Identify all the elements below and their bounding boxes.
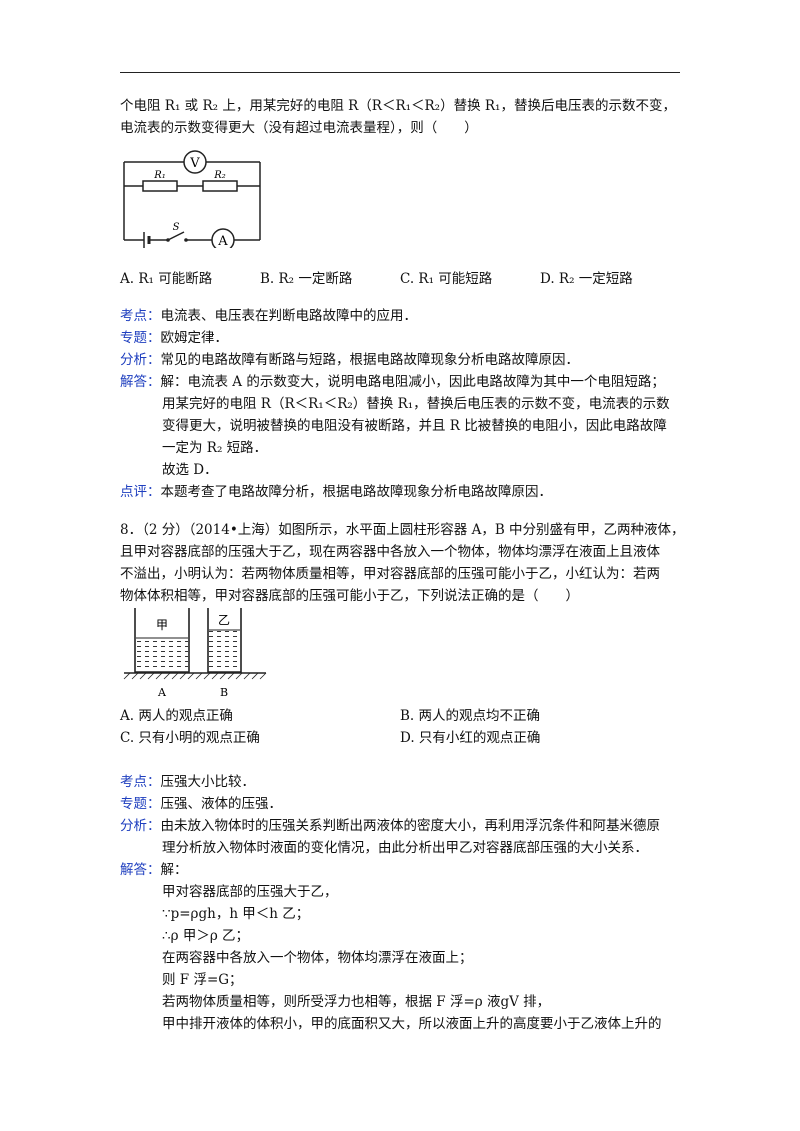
q8-stem-line-3: 不溢出，小明认为：若两物体质量相等，甲对容器底部的压强可能小于乙，小红认为：若两: [120, 566, 660, 582]
q7-jieda-line-5: 故选 D．: [162, 462, 218, 478]
q8-kaodian: 考点：压强大小比较．: [120, 774, 255, 790]
q7-jieda-line-4: 一定为 R₂ 短路．: [162, 440, 268, 456]
voltmeter-symbol: V: [183, 150, 207, 174]
q8-option-a: A. 两人的观点正确: [120, 708, 233, 724]
q8-option-b: B. 两人的观点均不正确: [400, 708, 541, 724]
q7-kaodian: 考点：电流表、电压表在判断电路故障中的应用．: [120, 308, 417, 324]
q7-jieda: 解答：解：电流表 A 的示数变大，说明电路电阻减小，因此电路故障为其中一个电阻短…: [120, 374, 665, 390]
liquid-b-label: 乙: [218, 613, 230, 627]
q7-option-c: C. R₁ 可能短路: [400, 271, 493, 287]
liquid-a-label: 甲: [156, 618, 168, 632]
q8-jieda-line-6: 则 F 浮=G；: [162, 972, 243, 988]
switch-label: S: [173, 222, 180, 233]
q8-zhuanti: 专题：压强、液体的压强．: [120, 796, 282, 812]
voltmeter-label: V: [189, 156, 200, 171]
container-b-label: B: [220, 686, 228, 699]
q8-jieda-line-7: 若两物体质量相等，则所受浮力也相等，根据 F 浮=ρ 液gV 排，: [162, 994, 551, 1010]
q8-jieda-line-2: 甲对容器底部的压强大于乙，: [162, 884, 338, 900]
q7-option-d: D. R₂ 一定短路: [540, 271, 633, 287]
q7-circuit-diagram: V R₁ R₂ S A: [123, 150, 261, 248]
switch-symbol: S: [166, 222, 188, 242]
ammeter-symbol: A: [211, 228, 235, 248]
q8-jieda: 解答：解：: [120, 862, 188, 878]
q8-containers-figure: 甲 乙 A B: [123, 608, 267, 699]
q7-fenxi: 分析：常见的电路故障有断路与短路，根据电路故障现象分析电路故障原因．: [120, 352, 579, 368]
container-a: 甲: [134, 608, 190, 673]
r2-label: R₂: [213, 170, 226, 181]
ammeter-label: A: [217, 234, 228, 248]
q7-option-b: B. R₂ 一定断路: [260, 271, 353, 287]
q7-stem-line-2: 电流表的示数变得更大（没有超过电流表量程），则（ ）: [120, 120, 478, 136]
r1-label: R₁: [153, 170, 166, 181]
q8-stem-line-4: 物体体积相等，甲对容器底部的压强可能小于乙，下列说法正确的是（ ）: [120, 588, 579, 604]
q8-jieda-line-3: ∵p=ρgh，h 甲＜h 乙；: [162, 906, 310, 922]
q8-jieda-line-4: ∴ρ 甲＞ρ 乙；: [162, 928, 250, 944]
q7-dianping: 点评：本题考查了电路故障分析，根据电路故障现象分析电路故障原因．: [120, 484, 552, 500]
q8-stem-line-2: 且甲对容器底部的压强大于乙，现在两容器中各放入一个物体，物体均漂浮在液面上且液体: [120, 544, 660, 560]
q8-fenxi-line-2: 理分析放入物体时液面的变化情况，由此分析出甲乙对容器底部压强的大小关系．: [162, 840, 648, 856]
q7-zhuanti: 专题：欧姆定律．: [120, 330, 228, 346]
battery-symbol: [143, 232, 151, 248]
header-rule: [120, 72, 680, 73]
q8-option-d: D. 只有小红的观点正确: [400, 730, 541, 746]
q8-fenxi: 分析：由未放入物体时的压强关系判断出两液体的密度大小，再利用浮沉条件和阿基米德原: [120, 818, 660, 834]
q8-option-c: C. 只有小明的观点正确: [120, 730, 260, 746]
q8-stem-line-1: 8．（2 分）（2014•上海）如图所示，水平面上圆柱形容器 A，B 中分别盛有…: [120, 522, 685, 538]
ground-surface: [123, 672, 267, 680]
container-b: 乙: [207, 608, 242, 673]
q7-stem-line-1: 个电阻 R₁ 或 R₂ 上，用某完好的电阻 R（R＜R₁＜R₂）替换 R₁，替换…: [120, 98, 676, 114]
q8-jieda-line-8: 甲中排开液体的体积小，甲的底面积又大，所以液面上升的高度要小于乙液体上升的: [162, 1016, 662, 1032]
q7-jieda-line-2: 用某完好的电阻 R（R＜R₁＜R₂）替换 R₁，替换后电压表的示数不变，电流表的…: [162, 396, 670, 412]
container-a-label: A: [157, 686, 167, 699]
q7-jieda-line-3: 变得更大，说明被替换的电阻没有被断路，并且 R 比被替换的电阻小，因此电路故障: [162, 418, 667, 434]
q7-option-a: A. R₁ 可能断路: [120, 271, 213, 287]
q8-jieda-line-5: 在两容器中各放入一个物体，物体均漂浮在液面上；: [162, 950, 473, 966]
